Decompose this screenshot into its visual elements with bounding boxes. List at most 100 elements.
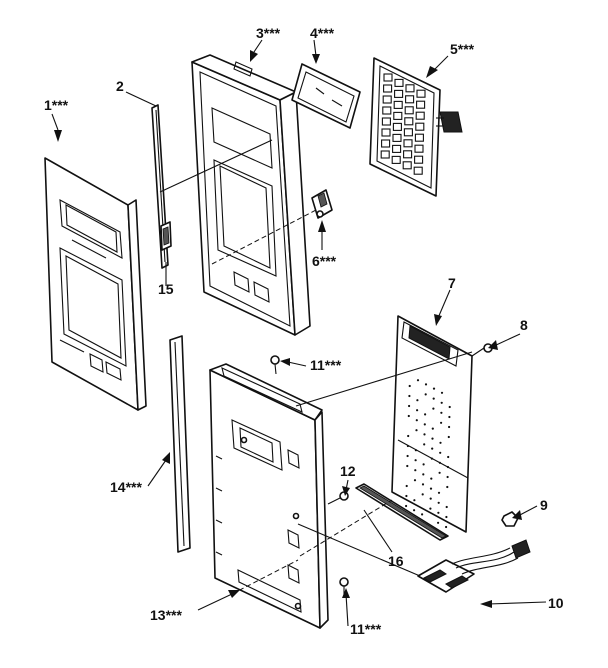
board-dot <box>432 397 435 400</box>
board-dot <box>405 494 408 498</box>
keypad-key <box>394 78 404 87</box>
board-dot <box>440 391 444 394</box>
board-dot <box>416 379 420 382</box>
board-dot <box>446 475 449 479</box>
board-dot <box>438 471 441 474</box>
part-13-chassis <box>209 363 329 629</box>
part-10-wire-harness <box>417 539 531 593</box>
part-16-bar <box>355 483 449 541</box>
board-dot <box>407 434 410 438</box>
keypad-key <box>415 111 425 120</box>
board-dot <box>423 443 426 446</box>
callout-13: 13*** <box>150 607 182 623</box>
board-dot <box>439 451 442 454</box>
keypad-key <box>391 155 401 164</box>
board-dot <box>414 459 417 462</box>
board-dot <box>448 415 451 419</box>
assembly-lines <box>159 139 473 595</box>
board-dot <box>429 497 432 500</box>
board-dot <box>445 525 448 529</box>
board-dot <box>447 435 450 439</box>
board-dot <box>424 383 428 386</box>
board-dot <box>430 477 433 480</box>
part-3-panel-frame <box>191 54 311 336</box>
board-dot <box>447 455 450 459</box>
board-dot <box>440 401 443 404</box>
board-dot <box>415 429 418 432</box>
board-dot <box>423 433 426 436</box>
board-dot <box>429 487 433 490</box>
board-dot <box>423 423 426 426</box>
keypad-key <box>383 73 393 82</box>
board-dot <box>422 463 425 466</box>
keypad-key <box>381 139 391 148</box>
keypad-key <box>392 133 402 142</box>
board-dot <box>405 504 408 508</box>
callout-11-bottom: 11*** <box>350 621 382 637</box>
callout-12: 12 <box>340 463 356 479</box>
keypad-key <box>415 122 425 131</box>
board-dot <box>408 394 411 398</box>
board-dot <box>413 499 416 502</box>
board-dot <box>440 421 443 424</box>
board-dot <box>424 393 427 396</box>
keypad-key <box>403 139 413 148</box>
keypad-key <box>392 144 402 153</box>
keypad-key <box>382 106 392 115</box>
part-4-window-lens <box>291 63 361 129</box>
keypad-key <box>416 100 426 109</box>
board-dot <box>437 511 440 514</box>
callout-14: 14*** <box>110 479 142 495</box>
board-dot <box>416 409 419 412</box>
keypad-key <box>392 122 402 131</box>
board-dot <box>421 483 425 486</box>
keypad-key <box>394 89 404 98</box>
board-dot <box>408 384 411 388</box>
board-dot <box>432 407 435 410</box>
board-dot <box>421 493 424 496</box>
board-dot <box>414 469 417 472</box>
keypad-key <box>381 117 391 126</box>
keypad-key <box>416 89 426 98</box>
keypad-key <box>405 95 415 104</box>
part-11-screw-top <box>270 355 280 375</box>
callout-10: 10 <box>548 595 564 611</box>
callout-labels: 1*** 2 3*** 4*** 5*** 6*** 7 8 9 10 11**… <box>44 25 564 637</box>
board-dot <box>431 447 434 450</box>
part-5-keypad <box>369 57 463 197</box>
board-dot <box>440 411 443 414</box>
callout-6: 6*** <box>312 253 337 269</box>
keypad-key <box>414 144 424 153</box>
keypad-key <box>414 133 424 142</box>
board-dot <box>437 491 441 494</box>
callout-1: 1*** <box>44 97 69 113</box>
part-15-clip <box>160 221 172 251</box>
keypad-key <box>393 100 403 109</box>
keypad-key <box>383 84 393 93</box>
board-dot <box>416 399 419 402</box>
board-dot <box>429 507 432 510</box>
keypad-key <box>414 155 424 164</box>
board-dot <box>408 404 411 408</box>
board-component-dots <box>405 379 451 529</box>
board-dot <box>431 437 434 440</box>
board-dot <box>424 413 427 416</box>
callout-15: 15 <box>158 281 174 297</box>
part-6-switch <box>311 189 333 219</box>
callout-leaders <box>51 39 547 627</box>
board-dot <box>439 441 442 444</box>
board-dot <box>407 414 410 418</box>
board-dot <box>431 427 434 430</box>
callout-16: 16 <box>388 553 404 569</box>
board-dot <box>413 509 416 512</box>
callout-11-top: 11*** <box>310 357 342 373</box>
board-dot <box>415 419 418 422</box>
callout-8: 8 <box>520 317 528 333</box>
part-9-nut <box>501 511 519 527</box>
keypad-key <box>404 106 414 115</box>
keypad-key <box>403 150 413 159</box>
board-dot <box>406 464 409 468</box>
board-dot <box>448 405 451 409</box>
callout-2: 2 <box>116 78 124 94</box>
